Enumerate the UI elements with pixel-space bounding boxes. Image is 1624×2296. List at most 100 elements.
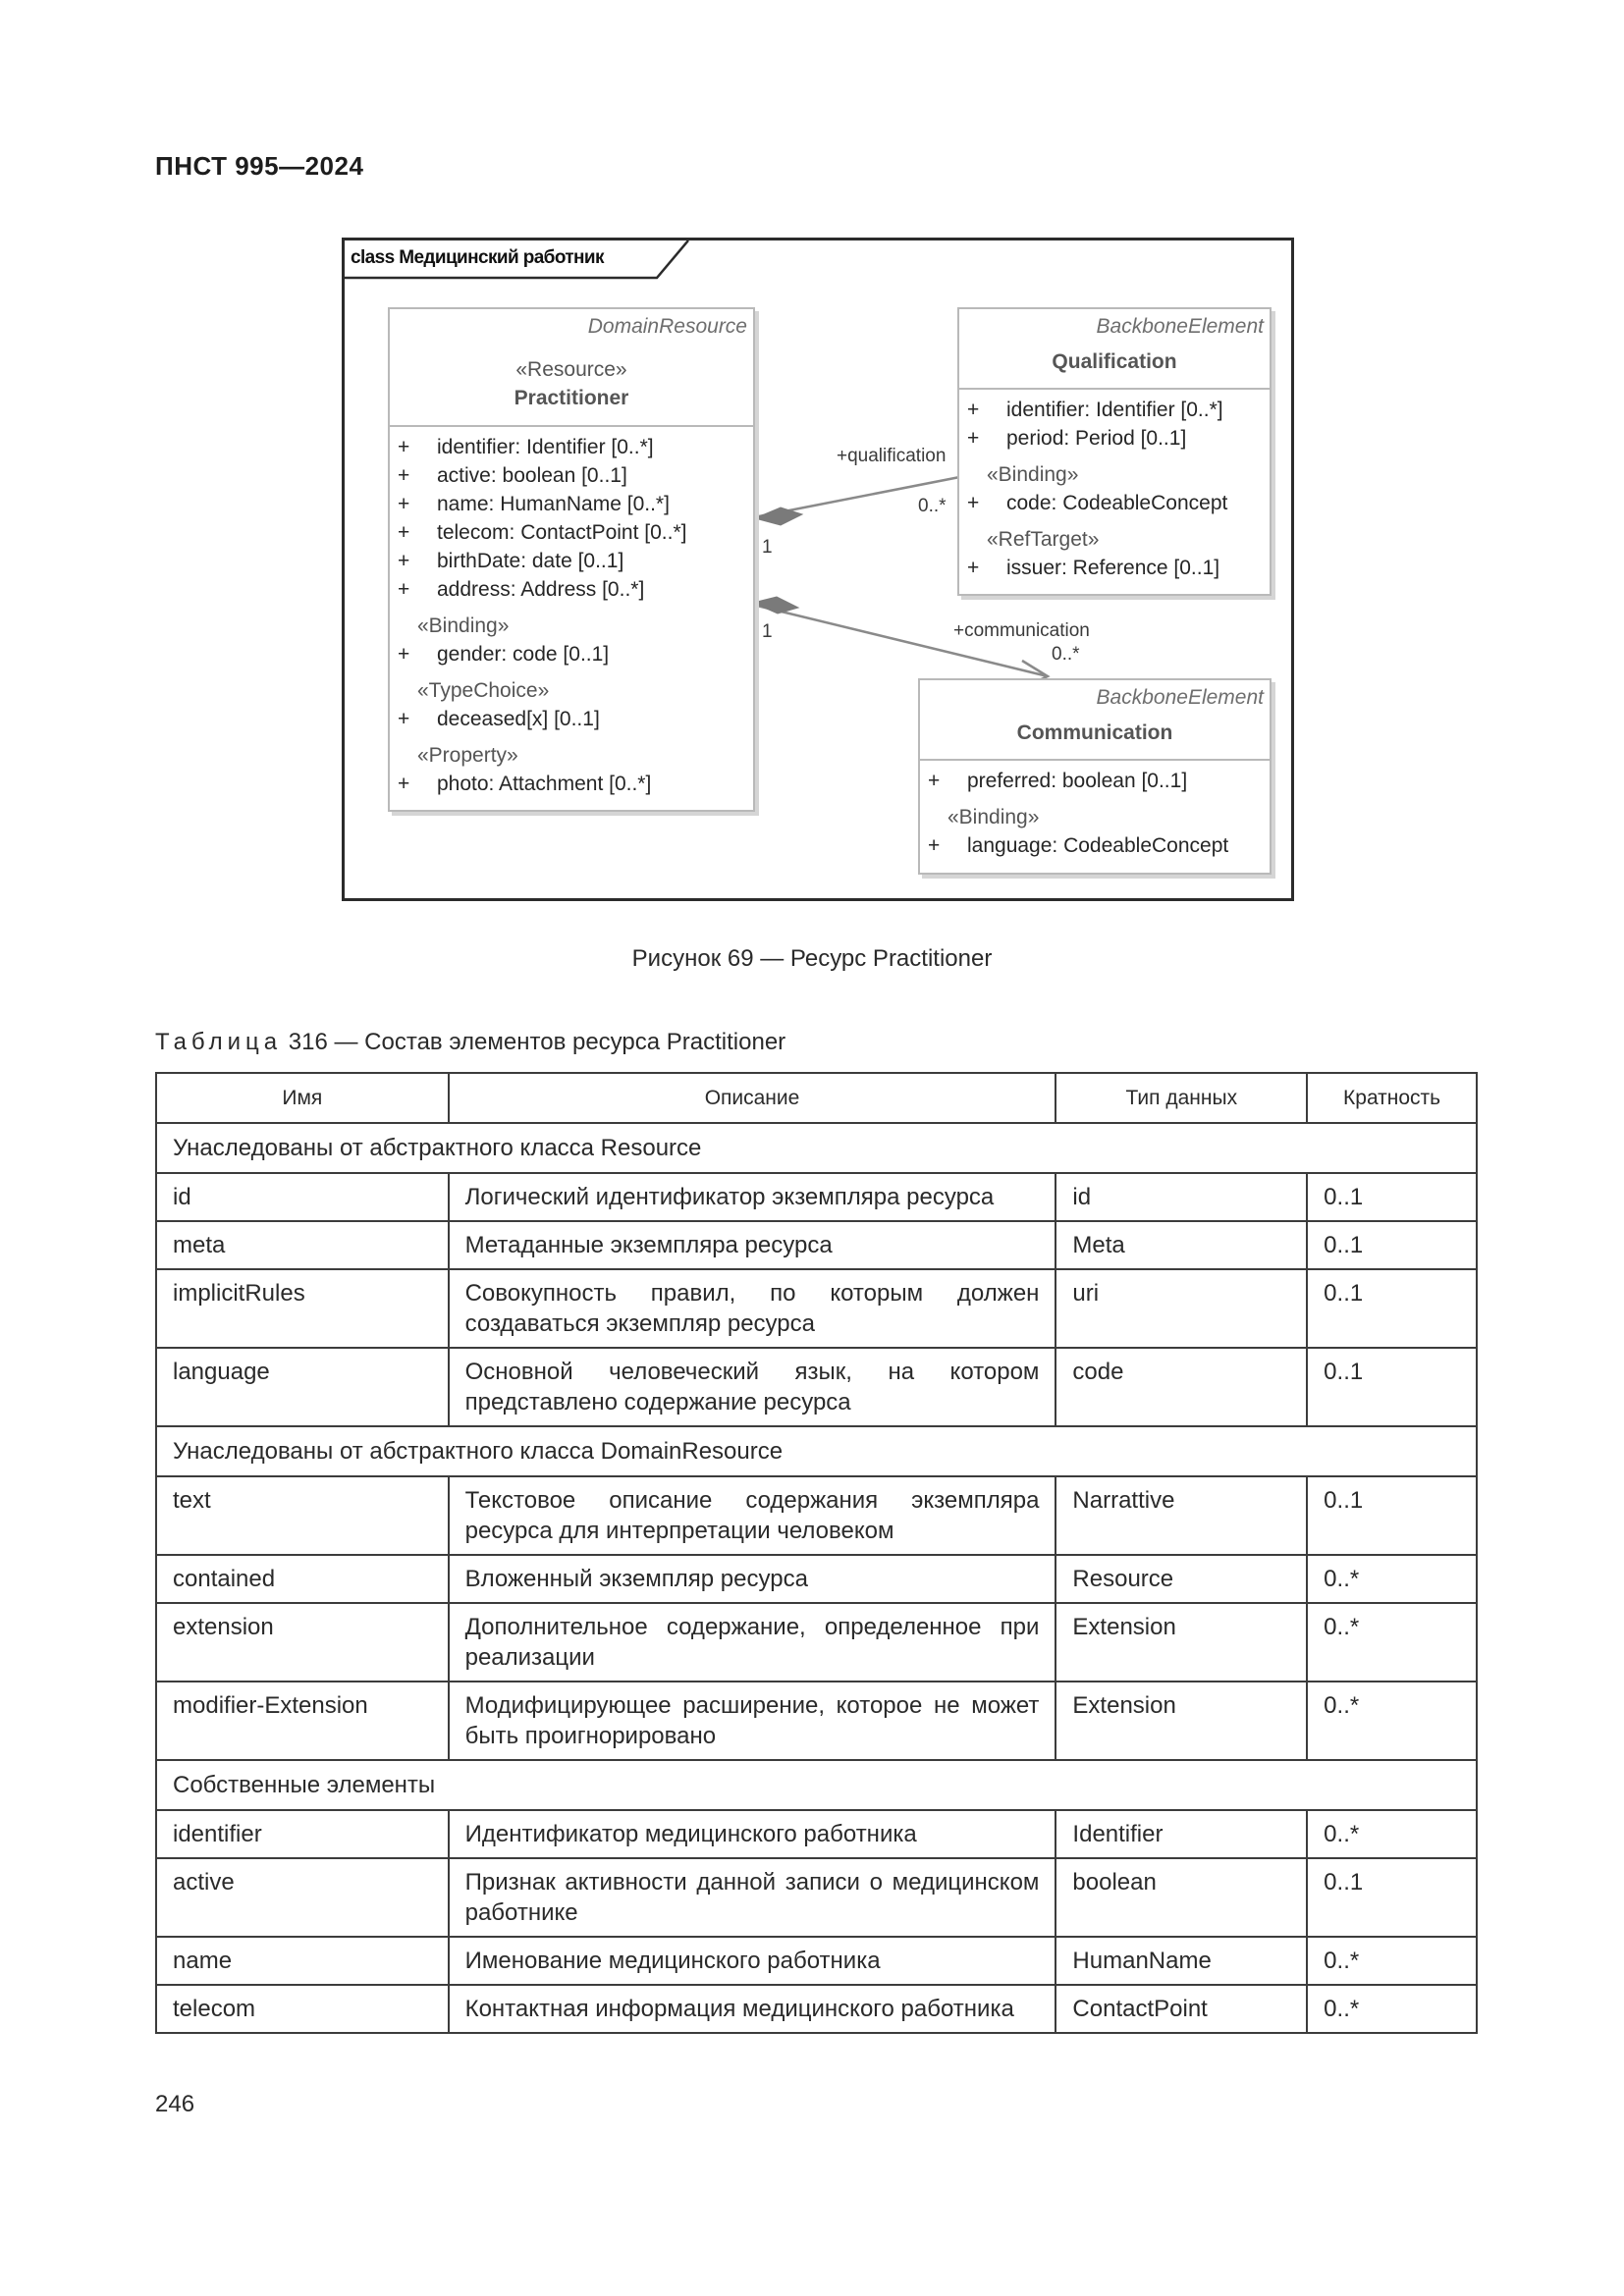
section-label: Унаследованы от абстрактного класса Doma… <box>155 1425 1478 1477</box>
cell-description: Признак активности данной записи о медиц… <box>447 1857 1057 1938</box>
communication-attr-preferred: +preferred: boolean [0..1] <box>928 770 1188 792</box>
table-header-row: Имя Описание Тип данных Кратность <box>155 1072 1478 1124</box>
qualification-source-multiplicity: 1 <box>762 537 773 558</box>
qualification-attr-identifier: +identifier: Identifier [0..*] <box>967 399 1223 421</box>
practitioner-attr-identifier: +identifier: Identifier [0..*] <box>398 436 654 458</box>
cell-description: Вложенный экземпляр ресурса <box>447 1554 1057 1604</box>
cell-cardinality: 0..* <box>1306 1554 1478 1604</box>
cell-cardinality: 0..1 <box>1306 1857 1478 1938</box>
cell-type: Resource <box>1055 1554 1309 1604</box>
qualification-target-multiplicity: 0..* <box>918 496 947 516</box>
cell-type: Extension <box>1055 1602 1309 1682</box>
cell-name: modifier-Extension <box>155 1681 450 1761</box>
cell-type: Extension <box>1055 1681 1309 1761</box>
section-row: Собственные элементы <box>155 1759 1478 1811</box>
table-row: extension Дополнительное содержание, опр… <box>155 1602 1478 1682</box>
cell-type: code <box>1055 1347 1309 1427</box>
cell-description: Модифицирующее расширение, которое не мо… <box>447 1681 1057 1761</box>
cell-name: language <box>155 1347 450 1427</box>
practitioner-attr-telecom: +telecom: ContactPoint [0..*] <box>398 521 687 544</box>
uml-diagram-frame: class Медицинский работник +qualificatio… <box>342 238 1294 901</box>
practitioner-attr-photo: +photo: Attachment [0..*] <box>398 773 652 795</box>
cell-name: id <box>155 1172 450 1222</box>
cell-type: ContactPoint <box>1055 1984 1309 2034</box>
table-caption-text: 316 — Состав элементов ресурса Practitio… <box>288 1029 786 1055</box>
communication-source-multiplicity: 1 <box>762 621 773 642</box>
table-row: active Признак активности данной записи … <box>155 1857 1478 1938</box>
table-row: meta Метаданные экземпляра ресурса Meta … <box>155 1220 1478 1270</box>
section-label: Собственные элементы <box>155 1759 1478 1811</box>
practitioner-class-name: Practitioner <box>514 387 629 409</box>
qualification-attr-period: +period: Period [0..1] <box>967 427 1187 450</box>
cell-type: Narrattive <box>1055 1475 1309 1556</box>
practitioner-property-stereotype: «Property» <box>417 744 518 767</box>
practitioner-parent-class: DomainResource <box>587 315 747 338</box>
cell-type: id <box>1055 1172 1309 1222</box>
cell-cardinality: 0..1 <box>1306 1475 1478 1556</box>
practitioner-typechoice-stereotype: «TypeChoice» <box>417 679 550 702</box>
table-caption-word: Таблица <box>155 1029 283 1055</box>
cell-name: name <box>155 1936 450 1986</box>
qualification-role-label: +qualification <box>837 446 947 466</box>
cell-name: text <box>155 1475 450 1556</box>
qualification-attr-code: +code: CodeableConcept <box>967 492 1228 514</box>
section-row: Унаследованы от абстрактного класса Reso… <box>155 1122 1478 1174</box>
figure-caption: Рисунок 69 — Ресурс Practitioner <box>631 945 993 972</box>
table-row: telecom Контактная информация медицинско… <box>155 1984 1478 2034</box>
column-header-name: Имя <box>155 1072 450 1124</box>
cell-description: Основной человеческий язык, на котором п… <box>447 1347 1057 1427</box>
communication-attr-language: +language: CodeableConcept <box>928 834 1229 857</box>
column-header-cardinality: Кратность <box>1306 1072 1478 1124</box>
cell-name: telecom <box>155 1984 450 2034</box>
table-row: name Именование медицинского работника H… <box>155 1936 1478 1986</box>
cell-type: Meta <box>1055 1220 1309 1270</box>
cell-type: Identifier <box>1055 1809 1309 1859</box>
cell-description: Идентификатор медицинского работника <box>447 1809 1057 1859</box>
qualification-parent-class: BackboneElement <box>1096 315 1264 338</box>
cell-cardinality: 0..* <box>1306 1936 1478 1986</box>
communication-role-label: +communication <box>953 620 1090 641</box>
table-row: identifier Идентификатор медицинского ра… <box>155 1809 1478 1859</box>
communication-binding-stereotype: «Binding» <box>947 806 1040 828</box>
cell-name: extension <box>155 1602 450 1682</box>
cell-description: Логический идентификатор экземпляра ресу… <box>447 1172 1057 1222</box>
column-header-description: Описание <box>447 1072 1057 1124</box>
cell-cardinality: 0..* <box>1306 1984 1478 2034</box>
table-row: id Логический идентификатор экземпляра р… <box>155 1172 1478 1222</box>
page-number: 246 <box>155 2091 195 2117</box>
table-row: implicitRules Совокупность правил, по ко… <box>155 1268 1478 1349</box>
table-caption: Таблица 316 — Состав элементов ресурса P… <box>155 1029 785 1056</box>
cell-type: boolean <box>1055 1857 1309 1938</box>
practitioner-binding-stereotype: «Binding» <box>417 614 510 637</box>
practitioner-attr-gender: +gender: code [0..1] <box>398 643 610 666</box>
cell-name: meta <box>155 1220 450 1270</box>
qualification-class-name: Qualification <box>1052 350 1177 373</box>
cell-type: uri <box>1055 1268 1309 1349</box>
communication-target-multiplicity: 0..* <box>1052 644 1080 665</box>
table-row: text Текстовое описание содержания экзем… <box>155 1475 1478 1556</box>
section-row: Унаследованы от абстрактного класса Doma… <box>155 1425 1478 1477</box>
table-row: contained Вложенный экземпляр ресурса Re… <box>155 1554 1478 1604</box>
cell-cardinality: 0..* <box>1306 1602 1478 1682</box>
document-code: ПНСТ 995—2024 <box>155 151 364 181</box>
cell-cardinality: 0..1 <box>1306 1220 1478 1270</box>
practitioner-attr-birthdate: +birthDate: date [0..1] <box>398 550 624 572</box>
communication-class-box: BackboneElement Communication +preferred… <box>918 678 1272 875</box>
qualification-binding-stereotype: «Binding» <box>987 463 1079 486</box>
cell-description: Дополнительное содержание, определенное … <box>447 1602 1057 1682</box>
cell-cardinality: 0..* <box>1306 1681 1478 1761</box>
elements-table: Имя Описание Тип данных Кратность Унасле… <box>155 1072 1478 2034</box>
cell-cardinality: 0..* <box>1306 1809 1478 1859</box>
qualification-attr-issuer: +issuer: Reference [0..1] <box>967 557 1220 579</box>
practitioner-attr-active: +active: boolean [0..1] <box>398 464 627 487</box>
table-row: modifier-Extension Модифицирующее расшир… <box>155 1681 1478 1761</box>
cell-cardinality: 0..1 <box>1306 1172 1478 1222</box>
table-row: language Основной человеческий язык, на … <box>155 1347 1478 1427</box>
cell-description: Контактная информация медицинского работ… <box>447 1984 1057 2034</box>
cell-cardinality: 0..1 <box>1306 1268 1478 1349</box>
practitioner-attr-deceased: +deceased[x] [0..1] <box>398 708 600 730</box>
qualification-class-box: BackboneElement Qualification +identifie… <box>957 307 1272 596</box>
cell-description: Текстовое описание содержания экземпляра… <box>447 1475 1057 1556</box>
practitioner-class-box: DomainResource «Resource» Practitioner +… <box>388 307 755 812</box>
practitioner-attr-address: +address: Address [0..*] <box>398 578 645 601</box>
